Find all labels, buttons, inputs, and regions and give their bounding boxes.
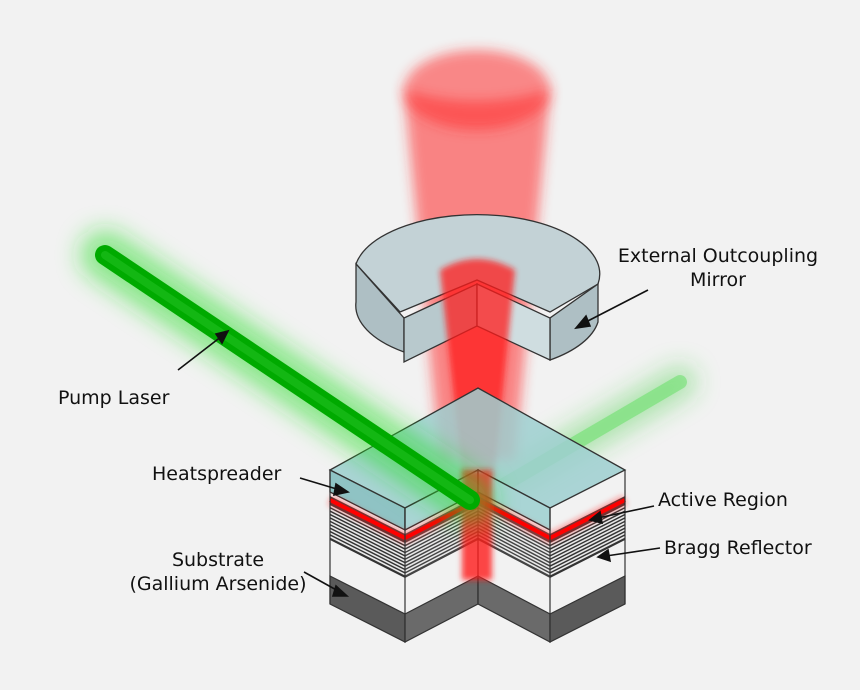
leader-arrows xyxy=(177,289,661,597)
label-heatspreader: Heatspreader xyxy=(152,463,282,485)
label-substrate-line2: (Gallium Arsenide) xyxy=(129,573,306,595)
label-mirror-line1: External Outcoupling xyxy=(618,245,818,267)
label-active-region: Active Region xyxy=(658,489,788,511)
label-pump-laser: Pump Laser xyxy=(58,387,170,409)
pump-beam xyxy=(80,230,495,525)
gain-chip xyxy=(327,387,628,643)
label-bragg-reflector: Bragg Reflector xyxy=(664,537,812,559)
substrate-left xyxy=(329,575,406,643)
label-mirror-line2: Mirror xyxy=(690,269,746,291)
substrate-right xyxy=(549,575,626,643)
label-substrate-line1: Substrate xyxy=(172,549,264,571)
